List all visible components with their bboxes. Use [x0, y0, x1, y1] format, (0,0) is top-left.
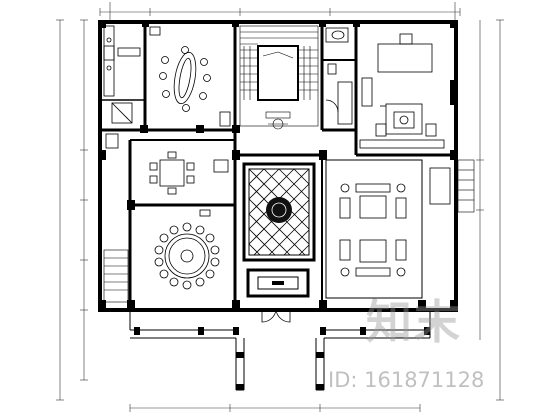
- tea-room: [149, 26, 231, 127]
- dining-room: [154, 209, 220, 290]
- kitchen: [103, 25, 141, 149]
- porch: [129, 312, 431, 391]
- breakfast-room: [149, 151, 229, 195]
- dimension-lines: [56, 2, 504, 412]
- watermark-logo: 知末: [366, 295, 462, 349]
- foyer-hall: [242, 162, 316, 298]
- entrance-door: [261, 309, 291, 323]
- living-room: [325, 159, 451, 299]
- walls: [98, 20, 458, 312]
- bathroom: [325, 27, 353, 125]
- side-steps: [103, 159, 475, 303]
- watermark-id: ID: 161871128: [328, 368, 485, 392]
- study: [359, 33, 445, 149]
- pillars: [98, 20, 458, 312]
- staircase: [239, 25, 319, 130]
